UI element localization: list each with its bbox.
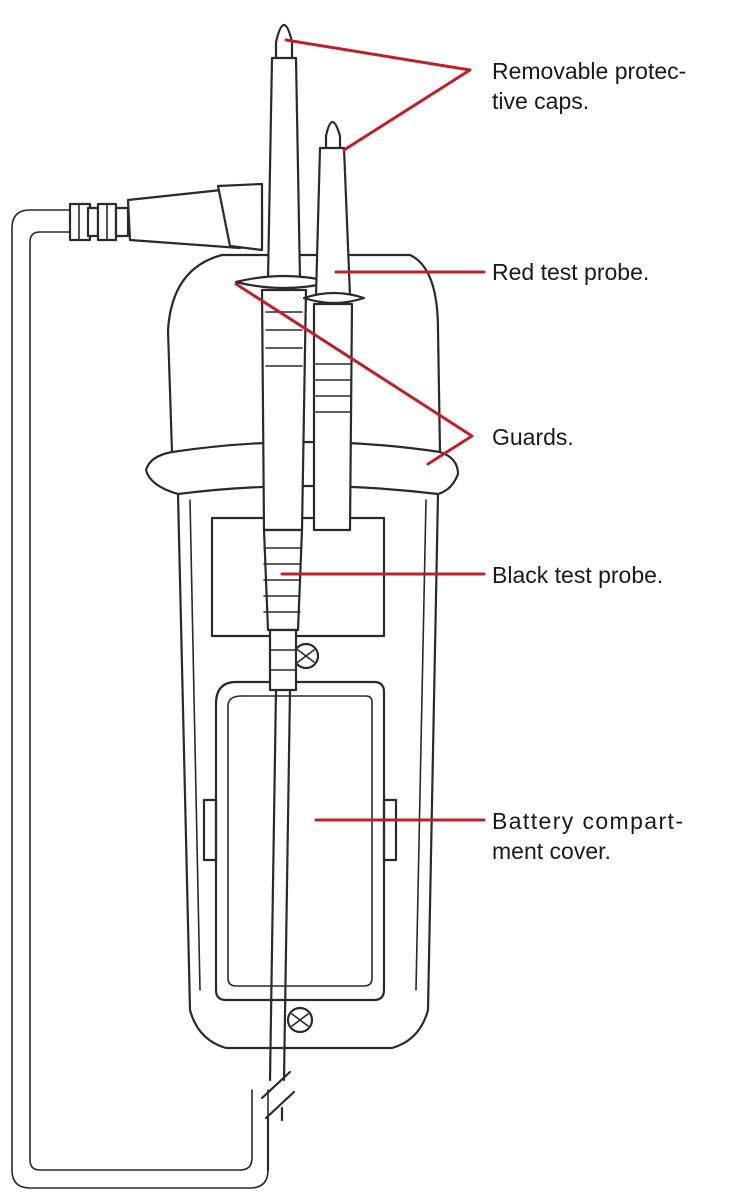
bottom-screw-icon bbox=[286, 1006, 314, 1034]
label-caps-line2: tive caps. bbox=[492, 88, 590, 114]
label-red-probe: Red test probe. bbox=[492, 259, 650, 285]
black-test-probe bbox=[234, 23, 334, 1172]
red-test-probe bbox=[302, 120, 366, 532]
battery-compartment-cover bbox=[202, 642, 398, 1034]
label-black-probe: Black test probe. bbox=[492, 562, 664, 588]
probe-holder-clip bbox=[126, 182, 264, 252]
label-battery-line1: Battery compart- bbox=[492, 808, 685, 834]
leader-caps bbox=[284, 38, 472, 152]
leader-lines bbox=[234, 38, 486, 822]
leader-guards bbox=[234, 282, 474, 466]
label-caps-line1: Removable protec- bbox=[492, 58, 687, 84]
label-battery-line2: ment cover. bbox=[492, 838, 611, 864]
label-guards: Guards. bbox=[492, 424, 574, 450]
cable-connector bbox=[68, 202, 130, 242]
test-lead-cable bbox=[11, 209, 269, 1189]
